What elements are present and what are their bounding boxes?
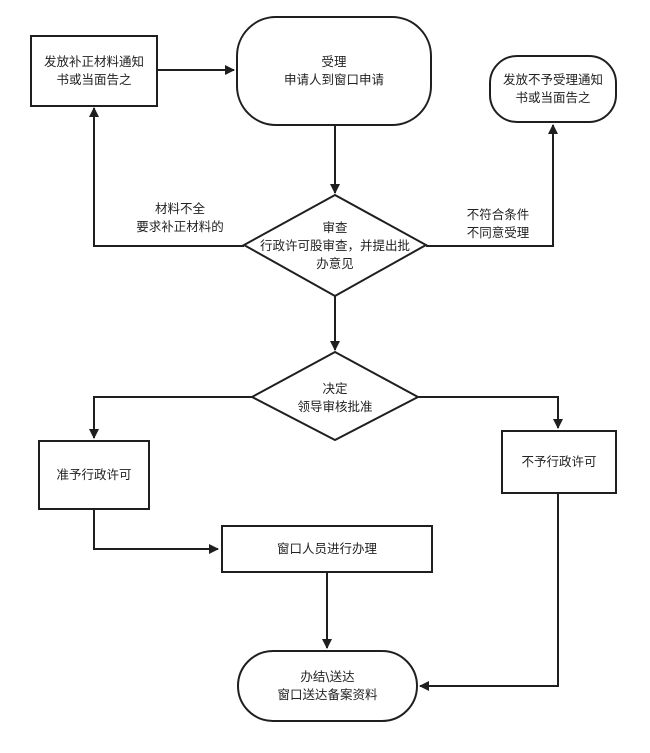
deny-box[interactable]: 不予行政许可 bbox=[501, 430, 617, 494]
complete-title: 办结\送达 bbox=[300, 669, 355, 684]
edge-label-incomplete-line1: 材料不全 bbox=[154, 201, 205, 216]
correction-notice-line2: 书或当面告之 bbox=[56, 72, 132, 87]
edge-grant-handle bbox=[93, 510, 219, 554]
review-line3: 办意见 bbox=[316, 256, 354, 271]
edge-deny-complete bbox=[419, 494, 559, 691]
edge-decision-deny bbox=[418, 396, 563, 429]
deny-label: 不予行政许可 bbox=[521, 454, 597, 469]
edge-review-correction bbox=[89, 107, 244, 247]
review-diamond[interactable]: 审查 行政许可股审查，并提出批 办意见 bbox=[250, 219, 420, 273]
edge-label-not-qualified-line2: 不同意受理 bbox=[466, 225, 530, 240]
handle-label: 窗口人员进行办理 bbox=[276, 541, 377, 556]
complete-subtitle: 窗口送达备案资料 bbox=[277, 687, 378, 702]
edge-label-incomplete-line2: 要求补正材料的 bbox=[136, 219, 224, 234]
complete-terminal[interactable]: 办结\送达 窗口送达备案资料 bbox=[237, 650, 418, 722]
handle-box[interactable]: 窗口人员进行办理 bbox=[221, 525, 433, 573]
correction-notice-line1: 发放补正材料通知 bbox=[43, 54, 144, 69]
edge-label-not-qualified-line1: 不符合条件 bbox=[466, 207, 530, 222]
edge-label-incomplete: 材料不全 要求补正材料的 bbox=[124, 200, 236, 236]
decision-diamond-shape bbox=[249, 350, 421, 442]
grant-box[interactable]: 准予行政许可 bbox=[38, 440, 150, 510]
reject-notice-line1: 发放不予受理通知 bbox=[502, 72, 603, 87]
edge-review-reject bbox=[426, 124, 558, 247]
reject-notice-terminal[interactable]: 发放不予受理通知 书或当面告之 bbox=[489, 55, 617, 123]
review-title: 审查 bbox=[322, 220, 348, 235]
grant-label: 准予行政许可 bbox=[56, 467, 132, 482]
accept-subtitle: 申请人到窗口申请 bbox=[283, 72, 384, 87]
accept-terminal[interactable]: 受理 申请人到窗口申请 bbox=[236, 16, 432, 126]
review-line2: 行政许可股审查，并提出批 bbox=[259, 238, 410, 253]
accept-title: 受理 bbox=[321, 54, 347, 69]
reject-notice-line2: 书或当面告之 bbox=[515, 90, 591, 105]
decision-diamond[interactable]: 决定 领导审核批准 bbox=[275, 380, 395, 416]
decision-title: 决定 bbox=[322, 381, 348, 396]
correction-notice-box[interactable]: 发放补正材料通知 书或当面告之 bbox=[30, 35, 158, 107]
edge-label-not-qualified: 不符合条件 不同意受理 bbox=[456, 206, 540, 242]
edge-decision-grant bbox=[89, 396, 252, 439]
decision-line2: 领导审核批准 bbox=[297, 399, 373, 414]
